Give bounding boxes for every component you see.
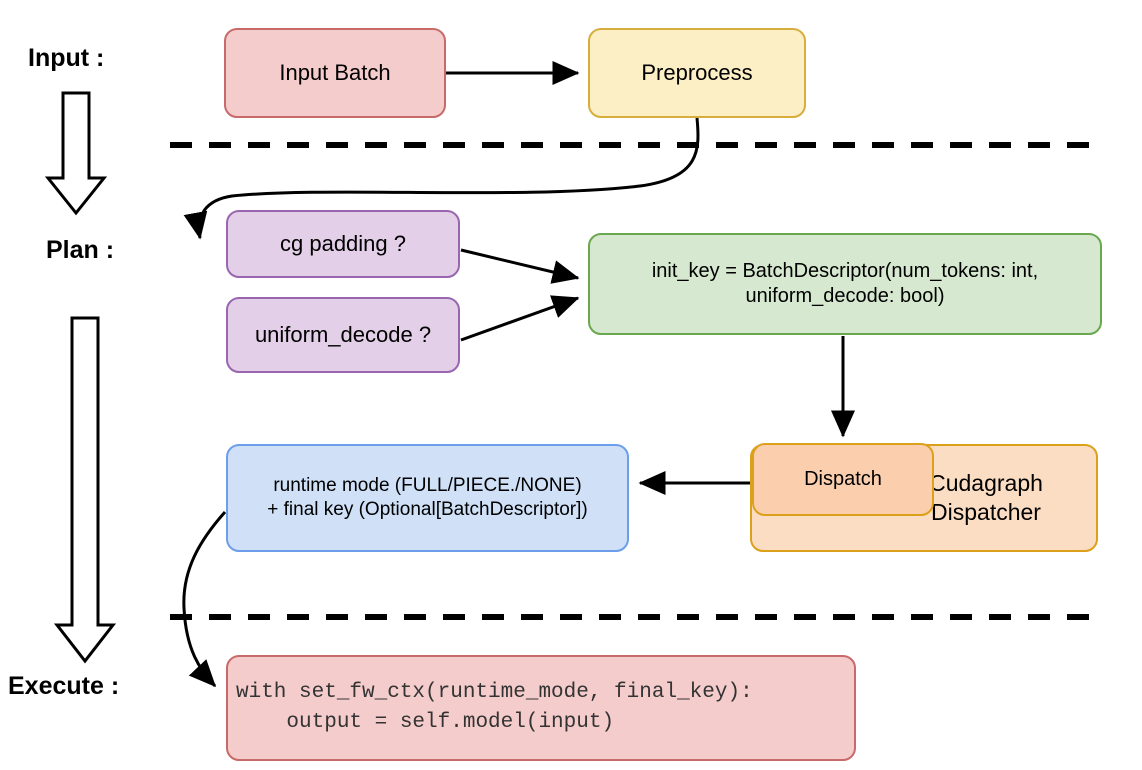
node-cg-padding-label: cg padding ? [280, 231, 406, 257]
node-dispatch-label: Dispatch [804, 468, 882, 490]
stage-label-execute: Execute : [8, 672, 120, 700]
edge-runtime-mode-to-exec-code [182, 511, 227, 688]
node-cudagraph-dispatcher-label: Cudagraph Dispatcher [929, 470, 1043, 525]
node-cg-padding[interactable]: cg padding ? [226, 210, 460, 278]
node-exec-code[interactable]: with set_fw_ctx(runtime_mode, final_key)… [226, 655, 856, 761]
node-init-key[interactable]: init_key = BatchDescriptor(num_tokens: i… [588, 233, 1102, 335]
node-runtime-mode-label: runtime mode (FULL/PIECE./NONE) + final … [267, 475, 588, 520]
edge-uniform-decode-to-init-key [460, 295, 580, 342]
node-uniform-decode[interactable]: uniform_decode ? [226, 297, 460, 373]
node-input-batch-label: Input Batch [279, 60, 391, 86]
node-dispatch[interactable]: Dispatch [752, 443, 934, 516]
node-preprocess[interactable]: Preprocess [588, 28, 806, 118]
stage-label-plan: Plan : [46, 236, 115, 264]
stage-arrow-plan-to-execute [53, 316, 117, 664]
node-preprocess-label: Preprocess [641, 60, 753, 86]
node-input-batch[interactable]: Input Batch [224, 28, 446, 118]
node-exec-code-label: with set_fw_ctx(runtime_mode, final_key)… [236, 680, 753, 734]
edge-cg-padding-to-init-key [460, 248, 580, 284]
node-init-key-label: init_key = BatchDescriptor(num_tokens: i… [651, 260, 1039, 307]
node-runtime-mode[interactable]: runtime mode (FULL/PIECE./NONE) + final … [226, 444, 629, 552]
stage-arrow-input-to-plan [44, 91, 108, 216]
stage-label-input: Input : [28, 44, 105, 72]
node-uniform-decode-label: uniform_decode ? [254, 322, 432, 348]
